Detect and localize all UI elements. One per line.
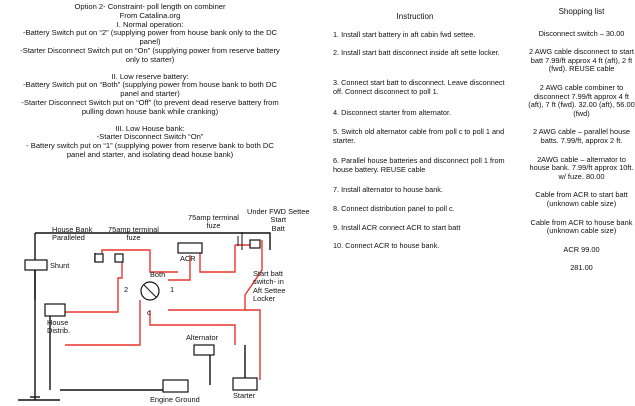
- note-line: panel): [139, 37, 161, 47]
- instruction-step: 2. Install start batt disconnect inside …: [333, 48, 500, 57]
- switch-both-label: Both: [150, 270, 166, 279]
- alternator-label: Alternator: [186, 333, 219, 342]
- red-wire: [199, 245, 236, 273]
- red-wire: [149, 310, 236, 345]
- shunt-box: [24, 259, 48, 271]
- instruction-step: 10. Connect ACR to house bank.: [333, 241, 440, 250]
- shopping-list: Shopping list Disconnect switch – 30.00 …: [528, 7, 635, 283]
- red-wire: [244, 240, 263, 296]
- battery-switch-dial: [140, 281, 160, 301]
- start-batt-box: [249, 239, 261, 249]
- red-wire: [168, 255, 191, 281]
- shopping-item: 2 AWG cable disconnect to start batt 7.9…: [529, 47, 634, 74]
- note-line: III. Low House bank:: [115, 123, 185, 133]
- red-wire: [117, 262, 123, 300]
- shopping-item: ACR 99.00: [563, 244, 600, 254]
- red-wire: [245, 309, 261, 380]
- start-batt-label: Under FWD Settee Start Batt: [247, 207, 310, 233]
- note-line: panel and starter, and isolating dead ho…: [66, 149, 234, 159]
- instruction-step: 1. Install start battery in aft cabin fw…: [333, 30, 476, 39]
- note-line: II. Low reserve battery:: [111, 71, 189, 81]
- acr-box: [177, 242, 203, 254]
- instruction-step: 4. Disconnect starter from alternator.: [333, 108, 452, 117]
- instruction-step: 5. Switch old alternator cable from poll…: [333, 127, 505, 145]
- note-line: I. Normal operation:: [116, 19, 184, 29]
- house-bank-terminal: [94, 253, 104, 263]
- note-line: -Battery Switch put on “2” (supplying po…: [22, 28, 278, 38]
- instruction-step: 6. Parallel house batteries and disconne…: [333, 156, 505, 174]
- fuse-left-label: 75amp terminal fuze: [108, 225, 159, 243]
- engine-ground-label: Engine Ground: [150, 395, 200, 404]
- note-line: panel and starter): [120, 89, 180, 99]
- house-distrib-box: [44, 303, 66, 317]
- start-batt-switch-label: Start batt switch- in Aft Settee Locker: [253, 269, 286, 304]
- fuse-right-label: 75amp terminal fuze: [188, 213, 239, 231]
- engine-ground-box: [162, 379, 189, 393]
- switch-pointer: [143, 284, 157, 298]
- house-distrib-label: House Distrib.: [47, 318, 70, 336]
- note-line: -Starter Disconnect Switch “On”: [96, 132, 204, 142]
- house-bank-terminal: [114, 253, 124, 263]
- note-line: - Battery switch put on “1” (supplying p…: [26, 141, 274, 151]
- note-line: -Battery Switch put on “Both” (supplying…: [23, 80, 277, 90]
- black-wire: [35, 232, 271, 250]
- operation-notes: Option 2- Constraint- poll length on com…: [0, 2, 300, 160]
- note-line: -Starter Disconnect Switch put on “On” (…: [20, 45, 280, 55]
- instruction-step: 8. Connect distribution panel to poll c.: [333, 204, 455, 213]
- note-line: Option 2- Constraint- poll length on com…: [74, 2, 226, 11]
- acr-label: ACR: [180, 254, 196, 263]
- instruction-step: 7. Install alternator to house bank.: [333, 185, 443, 194]
- red-wire: [65, 300, 119, 313]
- note-line: only to starter): [125, 54, 175, 64]
- starter-label: Starter: [233, 391, 256, 400]
- house-bank-label: House Bank Paralleled: [52, 225, 93, 243]
- instruction-title: Instruction: [396, 12, 434, 21]
- alternator-box: [193, 344, 215, 356]
- shunt-label: Shunt: [50, 261, 70, 270]
- note-line: From Catalina.org: [119, 10, 181, 20]
- shopping-item: 2 AWG cable – parallel house batts. 7.99…: [532, 127, 631, 145]
- red-wire: [65, 300, 141, 346]
- shopping-item: 2AWG cable – alternator to house bank. 7…: [529, 154, 634, 181]
- starter-box: [232, 377, 258, 391]
- instruction-step: 3. Connect start batt to disconnect. Lea…: [333, 78, 505, 96]
- note-line: -Starter Disconnect Switch put on “Off” …: [21, 97, 279, 107]
- instruction-step: 9. Install ACR connect ACR to start batt: [333, 223, 461, 232]
- shopping-item: Cable from ACR to house bank (unknown ca…: [530, 217, 633, 236]
- switch-1-label: 1: [170, 285, 175, 294]
- note-line: pulling down house bank while cranking): [81, 106, 219, 116]
- shopping-item: 2 AWG cable combiner to disconnect 7.99/…: [528, 82, 635, 118]
- shopping-item: Cable from ACR to start batt (unknown ca…: [535, 190, 628, 208]
- switch-c-label: c: [147, 308, 151, 317]
- red-wire: [101, 249, 178, 273]
- red-wire: [168, 295, 246, 311]
- shopping-title: Shopping list: [558, 7, 605, 16]
- switch-2-label: 2: [124, 285, 129, 294]
- shopping-item: 281.00: [570, 263, 593, 273]
- shopping-item: Disconnect switch – 30.00: [538, 28, 625, 38]
